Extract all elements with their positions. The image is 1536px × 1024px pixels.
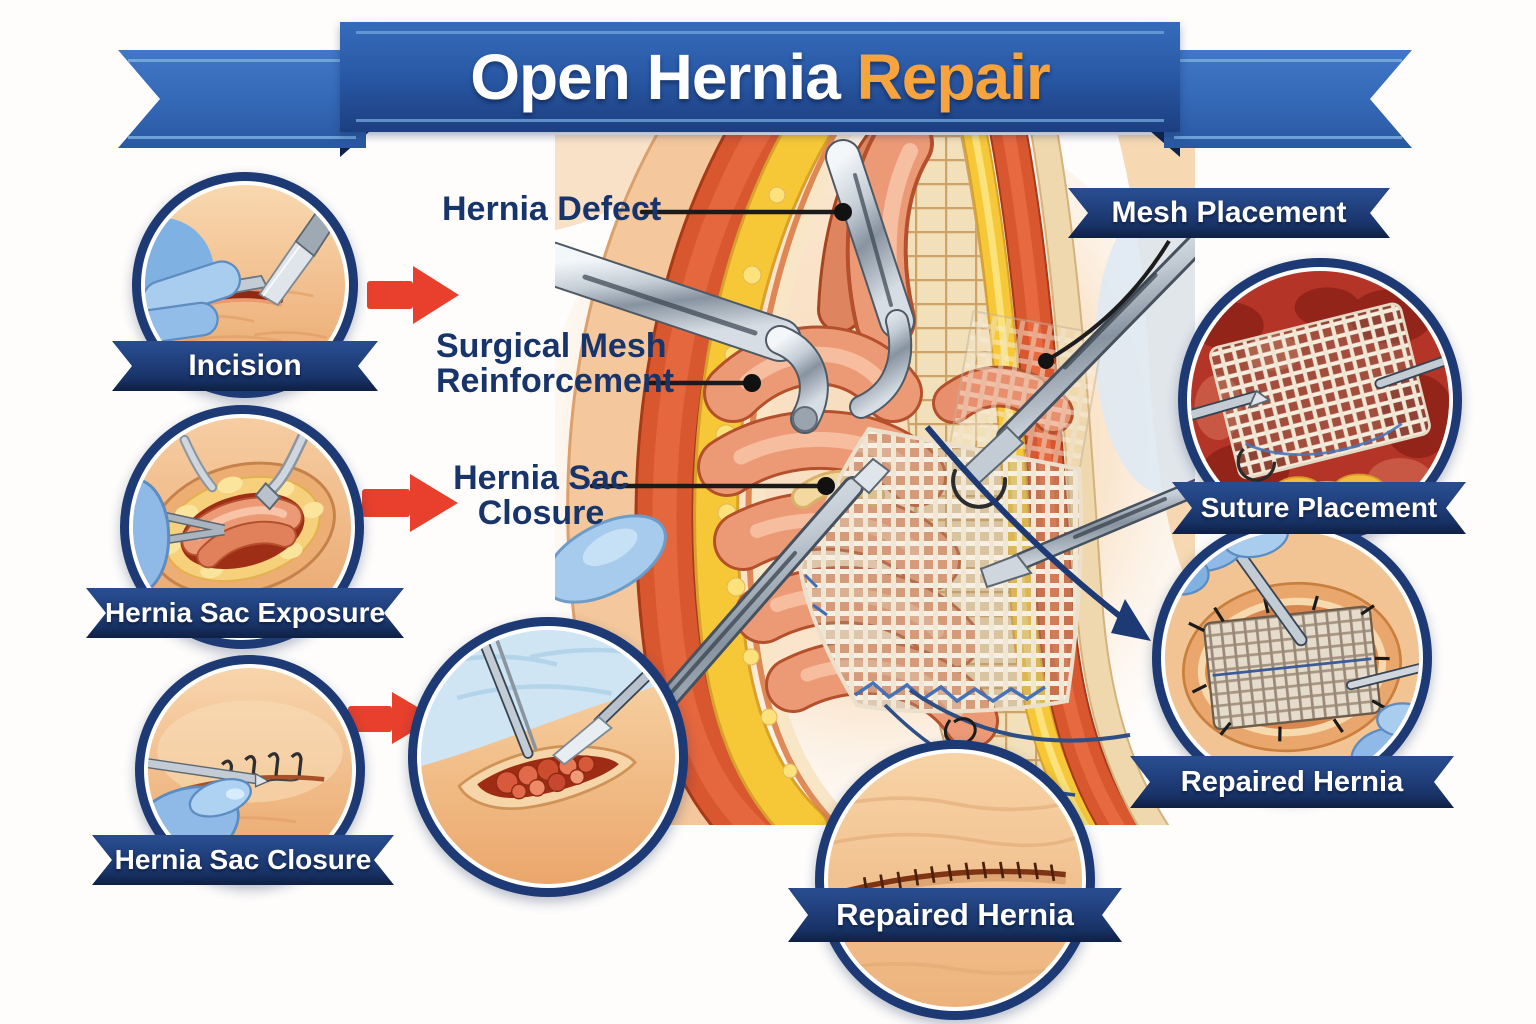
open-incision-illustration <box>421 630 675 884</box>
title-ribbon-tail-right <box>1164 50 1412 148</box>
mesh-placement-pointer <box>1038 239 1171 369</box>
annotation-surgical-mesh: Surgical Mesh Reinforcement <box>436 327 675 401</box>
red-arrow-incision <box>367 266 459 324</box>
title-ribbon-tail-left <box>118 50 366 148</box>
forceps-upper-right <box>1374 353 1449 390</box>
suture-stitches <box>221 752 303 784</box>
flow-arrow-to-repaired <box>924 425 1151 641</box>
surgeon-glove <box>555 514 667 604</box>
banner-mesh-placement-label: Mesh Placement <box>1111 196 1347 229</box>
mesh-upper-faint <box>948 310 1105 470</box>
retractor-icons <box>179 429 310 511</box>
mesh-patch <box>1209 302 1431 480</box>
red-arrow-exposure <box>362 474 458 532</box>
annotation-hernia-defect: Hernia Defect <box>442 190 662 228</box>
banner-sac-exposure-label: Hernia Sac Exposure <box>104 597 386 628</box>
banner-repaired-right-label: Repaired Hernia <box>1180 765 1404 798</box>
banner-sac-exposure: Hernia Sac Exposure <box>86 588 404 638</box>
retractor-top <box>825 139 915 419</box>
forceps-icon <box>473 630 538 759</box>
surgical-mesh <box>797 426 1084 714</box>
banner-repaired-bottom-label: Repaired Hernia <box>836 897 1074 932</box>
banner-suture-placement-label: Suture Placement <box>1200 492 1438 523</box>
central-anatomy-illustration <box>555 135 1195 825</box>
title-main: Open Hernia <box>470 41 857 113</box>
tack-sutures <box>1188 595 1390 742</box>
banner-suture-placement: Suture Placement <box>1172 482 1466 534</box>
step-circle-repaired-bottom <box>815 740 1095 1020</box>
banner-mesh-placement: Mesh Placement <box>1068 188 1390 238</box>
title-accent: Repair <box>856 41 1051 113</box>
suture-thread-blue <box>1244 422 1403 456</box>
banner-incision: Incision <box>112 341 378 391</box>
open-incision-scene <box>421 630 675 884</box>
needle-driver-icon <box>148 758 299 788</box>
retractor-left <box>555 241 829 434</box>
step-circle-open-incision <box>408 617 688 897</box>
curved-needle <box>1236 447 1277 482</box>
forceps-left <box>1191 389 1272 422</box>
banner-incision-label: Incision <box>188 349 302 382</box>
banner-repaired-right: Repaired Hernia <box>1130 756 1454 808</box>
title-banner: Open Hernia Repair <box>340 22 1180 132</box>
repaired-skin-illustration <box>828 753 1082 1007</box>
wound-with-mesh <box>1182 581 1402 753</box>
repaired-hernia-scene <box>1165 531 1419 785</box>
needle-holder-upper-right <box>951 229 1195 509</box>
page-title: Open Hernia Repair <box>470 40 1051 114</box>
banner-repaired-bottom: Repaired Hernia <box>788 888 1122 942</box>
mesh-suture-blue <box>854 680 1046 704</box>
repaired-skin-scene <box>828 753 1082 1007</box>
healed-suture-line <box>845 868 1066 894</box>
annotation-sac-closure: Hernia Sac Closure <box>453 459 629 533</box>
curved-needle <box>951 469 1008 509</box>
forceps-right <box>979 478 1195 589</box>
banner-sac-closure-label: Hernia Sac Closure <box>114 844 372 875</box>
repaired-hernia-illustration <box>1165 531 1419 785</box>
banner-sac-closure: Hernia Sac Closure <box>92 835 394 885</box>
step-circle-repaired-right <box>1152 518 1432 798</box>
